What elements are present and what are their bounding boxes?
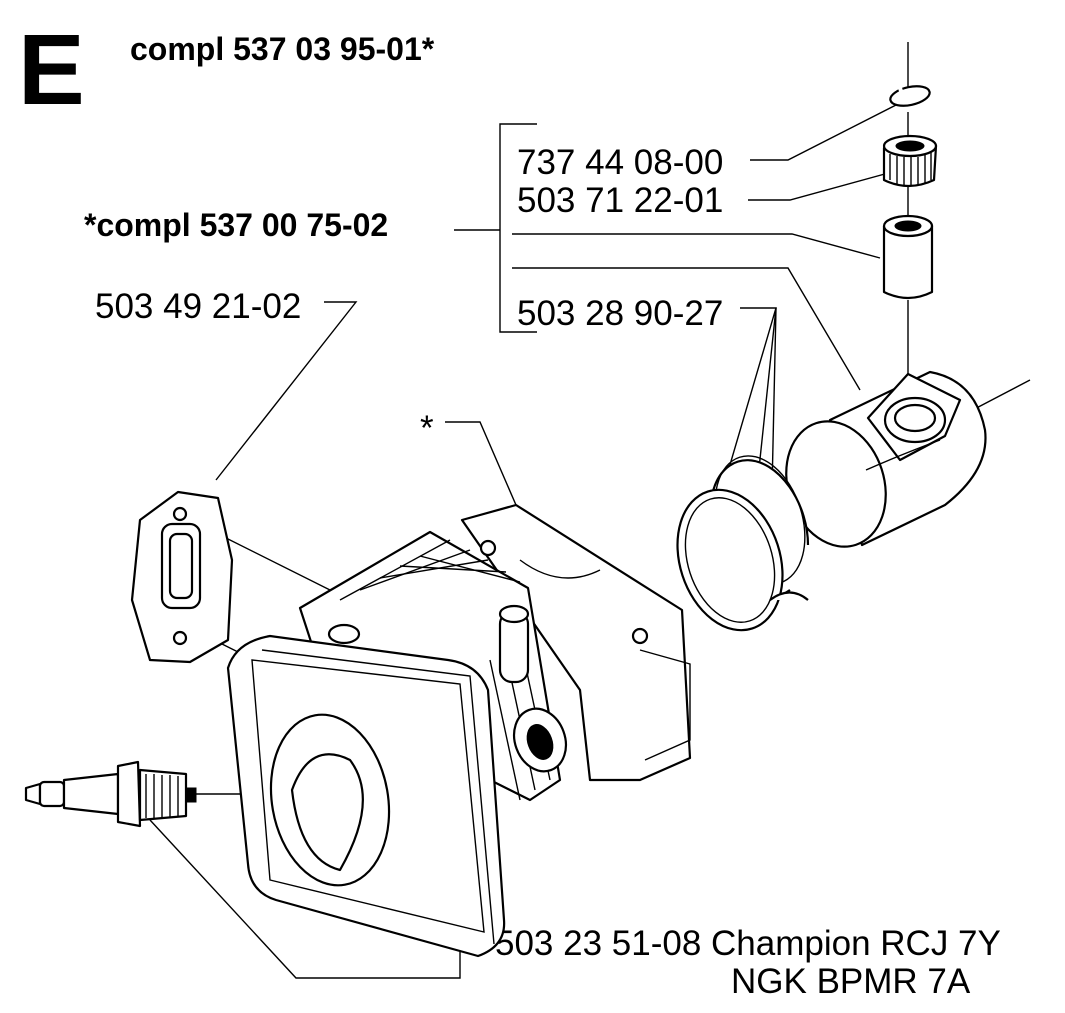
gasket-part xyxy=(130,490,234,664)
label-spark-plug-number: 503 23 51-08 Champion RCJ 7Y xyxy=(495,924,1001,963)
label-cylinder-marker: * xyxy=(420,409,434,448)
assembly-label: compl 537 03 95-01* xyxy=(130,31,435,67)
cylinder-part xyxy=(226,503,692,958)
label-piston-rings: 503 28 90-27 xyxy=(517,294,723,333)
spark-plug-part xyxy=(24,760,197,828)
section-letter: E xyxy=(18,14,85,126)
label-spark-plug-alt: NGK BPMR 7A xyxy=(731,962,971,1001)
label-circlip: 737 44 08-00 xyxy=(517,143,723,182)
circlip-part xyxy=(889,85,931,107)
needle-bearing-part xyxy=(882,134,938,188)
piston-pin-part xyxy=(882,214,934,300)
piston-part xyxy=(785,370,987,548)
label-gasket: 503 49 21-02 xyxy=(95,287,301,326)
sub-assembly-label: *compl 537 00 75-02 xyxy=(84,207,388,243)
piston-rings-part xyxy=(676,455,810,632)
label-needle-bearing: 503 71 22-01 xyxy=(517,181,723,220)
